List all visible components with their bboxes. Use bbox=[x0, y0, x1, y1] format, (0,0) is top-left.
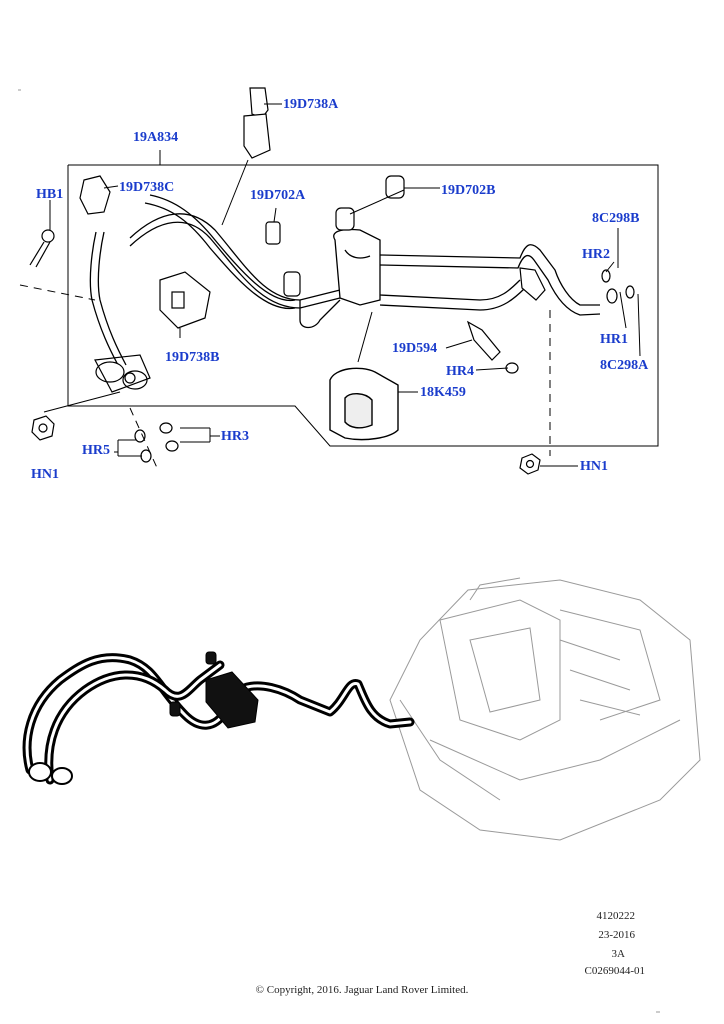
callout-HB1: HB1 bbox=[36, 187, 64, 202]
callout-19D738B: 19D738B bbox=[165, 350, 220, 365]
callout-HN1-left: HN1 bbox=[31, 467, 59, 482]
hvac-unit-ghost bbox=[389, 577, 701, 841]
connector-19D738A bbox=[243, 87, 271, 159]
callout-19D702B: 19D702B bbox=[441, 183, 496, 198]
callout-HN1-right: HN1 bbox=[580, 459, 608, 474]
corner-marks bbox=[18, 89, 660, 1013]
connector-cluster-left bbox=[94, 354, 151, 393]
hose-assembly-19A834 bbox=[89, 194, 601, 366]
connector-cluster-installed bbox=[28, 762, 73, 785]
callout-HR5: HR5 bbox=[82, 443, 110, 458]
bracket-19D738B bbox=[159, 271, 211, 329]
dashed-assembly-lines bbox=[19, 284, 551, 471]
muffler-18K459 bbox=[329, 367, 399, 441]
callout-19D594: 19D594 bbox=[392, 341, 438, 356]
callout-19D702A: 19D702A bbox=[250, 188, 306, 203]
leader-lines bbox=[43, 103, 641, 467]
callout-19D738A: 19D738A bbox=[283, 97, 339, 112]
callout-19A834: 19A834 bbox=[133, 130, 179, 145]
callout-8C298A: 8C298A bbox=[600, 358, 649, 373]
callout-18K459: 18K459 bbox=[420, 385, 466, 400]
illustration-date: 23-2016 bbox=[598, 929, 635, 941]
callout-HR4: HR4 bbox=[446, 364, 474, 379]
valve-19D702B bbox=[335, 175, 405, 231]
muffler-upper bbox=[333, 228, 381, 306]
sensor-19D594 bbox=[466, 267, 546, 361]
connector-19D738C bbox=[79, 175, 111, 215]
valve-19D702A bbox=[265, 221, 301, 297]
hose-assembly-installed bbox=[22, 653, 415, 785]
nut-HN1-right bbox=[519, 453, 541, 475]
callout-HR3: HR3 bbox=[221, 429, 249, 444]
muffler-installed bbox=[169, 651, 259, 729]
illustration-code: 4120222 bbox=[596, 910, 636, 922]
bolt-HB1 bbox=[29, 229, 55, 268]
illustration-id: C0269044-01 bbox=[584, 965, 646, 977]
callout-HR1: HR1 bbox=[600, 332, 628, 347]
copyright-notice: © Copyright, 2016. Jaguar Land Rover Lim… bbox=[255, 984, 469, 996]
callout-19D738C: 19D738C bbox=[119, 180, 175, 195]
illustration-revision: 3A bbox=[611, 948, 625, 960]
callout-HR2: HR2 bbox=[582, 247, 610, 262]
nut-HN1-left bbox=[31, 415, 55, 441]
callout-8C298B: 8C298B bbox=[592, 211, 640, 226]
